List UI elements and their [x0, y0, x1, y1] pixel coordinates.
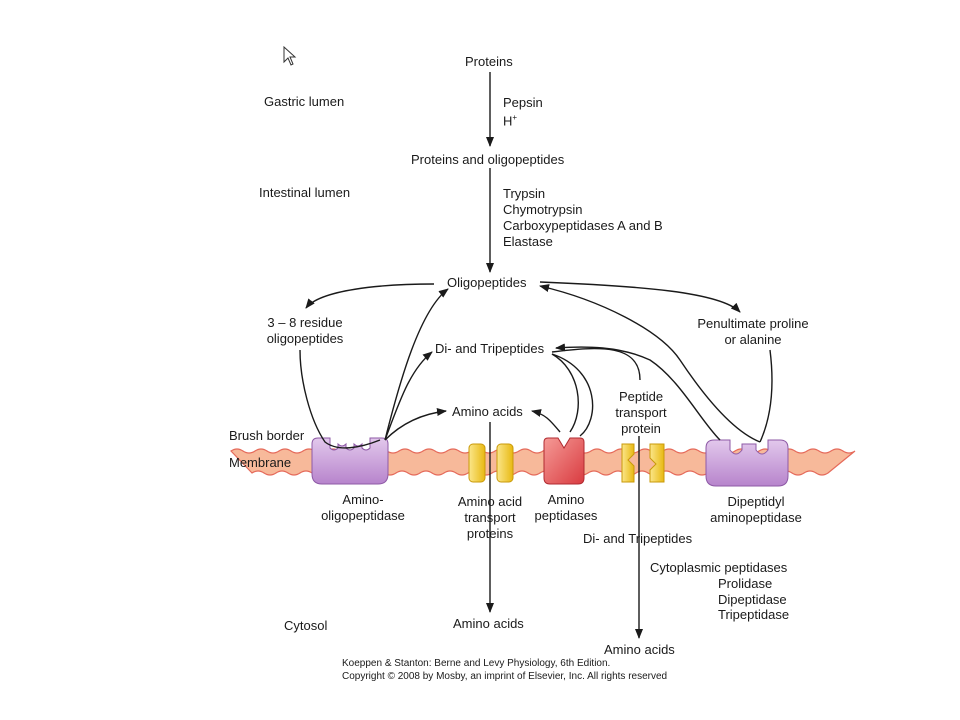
label-penultimate-1: Penultimate proline [697, 316, 809, 331]
label-tripeptidase: Tripeptidase [718, 607, 790, 622]
credit-line-1: Koeppen & Stanton: Berne and Levy Physio… [342, 658, 611, 669]
arrow-to-3-8-residue [305, 283, 435, 309]
label-penultimate-2: or alanine [724, 332, 782, 347]
label-aa-transport-3: proteins [466, 526, 514, 541]
line-ditri-to-aminopeptidase-a [551, 353, 579, 433]
amino-oligopeptidase-shape [311, 437, 389, 485]
label-proteins-oligopeptides: Proteins and oligopeptides [411, 152, 565, 167]
arrow-aminopeptidase-to-aminoacids [531, 409, 561, 433]
label-elastase: Elastase [503, 234, 553, 249]
arrow-enzyme-to-oligopeptides [384, 288, 449, 441]
label-amino-acids-cytosol-1: Amino acids [453, 616, 524, 631]
label-prolidase: Prolidase [718, 576, 773, 591]
line-ditri-to-aminopeptidase-b [551, 353, 594, 437]
label-residue-oligo-2: oligopeptides [266, 331, 344, 346]
label-amino-oligo-1: Amino- [342, 492, 384, 507]
amino-acid-transporter-shape [468, 443, 514, 483]
label-amino-pep-2: peptidases [534, 508, 598, 523]
arrow-dipeptidyl-to-oligopeptides [539, 284, 761, 443]
arrow-enzyme-to-aminoacids [384, 408, 447, 441]
label-chymotrypsin: Chymotrypsin [503, 202, 583, 217]
label-peptide-transport-3: protein [621, 421, 661, 436]
label-dipeptidyl-1: Dipeptidyl [727, 494, 785, 509]
line-residue-to-enzyme [299, 349, 381, 449]
label-proteins: Proteins [465, 54, 513, 69]
label-aa-transport-2: transport [464, 510, 516, 525]
label-oligopeptides: Oligopeptides [447, 275, 527, 290]
label-peptide-transport-2: transport [615, 405, 667, 420]
label-residue-oligo-1: 3 – 8 residue [267, 315, 343, 330]
label-di-tri-lumen: Di- and Tripeptides [435, 341, 545, 356]
credit-line-2: Copyright © 2008 by Mosby, an imprint of… [342, 671, 668, 682]
aminopeptidase-shape [543, 437, 585, 485]
arrow-dipeptidyl-to-ditri [555, 343, 721, 441]
label-trypsin: Trypsin [503, 186, 546, 201]
cursor-icon [283, 46, 297, 66]
label-amino-acids-cytosol-2: Amino acids [604, 642, 675, 657]
region-membrane: Membrane [229, 455, 292, 470]
region-brush-border: Brush border [229, 428, 305, 443]
label-peptide-transport-1: Peptide [618, 389, 664, 404]
label-pepsin: Pepsin [503, 95, 543, 110]
label-cyto-peptidases: Cytoplasmic peptidases [650, 560, 788, 575]
label-carboxypeptidases: Carboxypeptidases A and B [503, 218, 663, 233]
arrow-enzyme-to-ditri [384, 351, 433, 441]
label-dipeptidyl-2: aminopeptidase [710, 510, 802, 525]
label-dipeptidase: Dipeptidase [718, 592, 787, 607]
region-cytosol: Cytosol [284, 618, 328, 633]
region-gastric-lumen: Gastric lumen [264, 94, 345, 109]
label-amino-pep-1: Amino [547, 492, 585, 507]
label-amino-acids-lumen: Amino acids [452, 404, 523, 419]
label-h-plus: H+ [503, 113, 518, 129]
region-intestinal-lumen: Intestinal lumen [259, 185, 351, 200]
label-amino-oligo-2: oligopeptidase [321, 508, 405, 523]
line-dipeptidyl-to-penultimate [759, 349, 773, 443]
label-aa-transport-1: Amino acid [457, 494, 523, 509]
peptide-transporter-shape [621, 443, 665, 483]
arrow-to-penultimate [539, 281, 741, 313]
dipeptidyl-aminopeptidase-shape [705, 439, 789, 487]
flow-arrows [299, 72, 773, 639]
label-di-tri-cytosol: Di- and Tripeptides [583, 531, 693, 546]
